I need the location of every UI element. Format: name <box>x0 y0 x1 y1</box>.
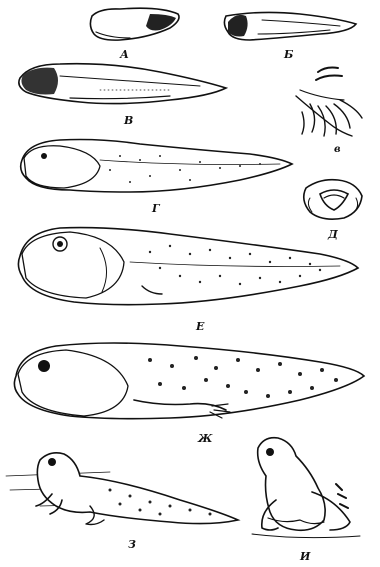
stage-zh-tadpole <box>14 343 364 419</box>
label-zh: Ж <box>197 432 213 445</box>
label-z: З <box>128 538 136 551</box>
label-e: Е <box>195 320 205 333</box>
label-d: Д <box>327 228 338 241</box>
stage-b-embryo <box>224 12 356 40</box>
stage-e-tadpole <box>18 228 358 305</box>
label-g: Г <box>151 202 161 215</box>
label-i: И <box>299 550 311 563</box>
label-a: А <box>119 48 129 61</box>
stage-d-mouth <box>304 180 362 219</box>
label-v-small: в <box>334 144 341 155</box>
stage-a-embryo <box>90 8 179 40</box>
stage-i-frog <box>252 438 360 538</box>
stage-v-larva <box>19 64 226 104</box>
stage-z-froglet <box>6 453 238 525</box>
label-v: В <box>123 114 133 127</box>
stage-g-tadpole <box>21 140 292 193</box>
label-b: Б <box>283 48 294 61</box>
stage-v-small-gills <box>296 68 362 137</box>
